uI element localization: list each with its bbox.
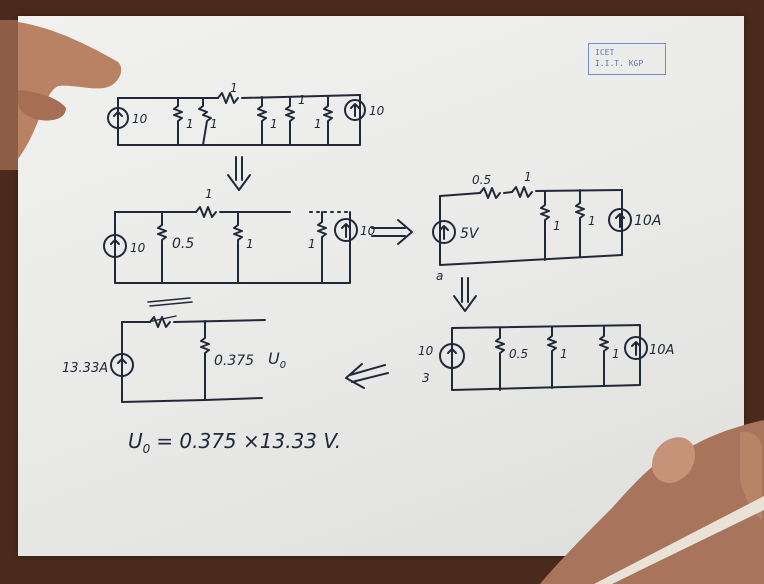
c3-r-series-label: 1 [524,170,532,184]
circuit-1 [107,92,366,146]
c5-v-label: U0 [268,349,286,371]
stamp-line-2: I.I.T. KGP [595,59,644,68]
c3-src-label: 5V [460,226,480,242]
circuit-5 [110,297,266,403]
institution-stamp: ICET I.I.T. KGP [588,43,666,75]
c2-src-right-label: 10 [360,224,376,238]
current-source-icon [344,99,366,121]
c1-r-e-label: 1 [314,117,322,131]
c1-r-c-label: 1 [270,117,278,131]
circuit-3 [432,186,632,266]
c1-src-left-label: 10 [132,112,148,126]
c4-r-b-label: 1 [560,347,568,361]
stamp-line-1: ICET [595,48,615,57]
c2-r-series-label: 1 [205,187,213,201]
current-source-icon [110,353,134,377]
c1-r-series-label: 1 [230,81,238,95]
eq-lhs: U [128,429,143,453]
arrow-down-2-icon [453,277,477,312]
pen-icon [594,496,764,584]
c4-src-right-label: 10A [649,343,674,358]
c2-r-parallel-label: 0.5 [172,236,194,252]
current-source-icon [624,336,648,360]
c2-src-left-label: 10 [130,241,146,255]
c3-node-label: a [436,269,443,283]
c1-src-right-label: 10 [369,104,385,118]
left-hand [0,20,122,170]
arrow-right-icon [371,219,413,245]
c4-src-den-label: 3 [422,371,430,385]
c4-r-c-label: 1 [612,347,620,361]
current-source-icon [439,343,465,369]
c2-r-right-label: 1 [308,237,316,251]
circuit-4 [439,324,648,391]
c5-v-main: U [268,349,280,368]
equation: U0 = 0.375 ×13.33 V. [128,429,341,456]
c3-r-b-label: 1 [588,214,596,228]
c4-r-a-label: 0.5 [509,347,528,361]
current-source-icon [103,234,127,258]
c1-r-d-label: 1 [298,93,306,107]
c1-r-b-label: 1 [210,117,218,131]
c5-v-subscript: 0 [280,360,286,371]
c5-r-label: 0.375 [214,353,254,369]
c1-r-a-label: 1 [186,117,194,131]
c3-r-top-label: 0.5 [472,173,491,187]
eq-sub: 0 [143,442,151,456]
right-hand [540,420,764,584]
c3-r-a-label: 1 [553,219,561,233]
c4-src-num-label: 10 [418,344,434,358]
paper-sheet [18,16,744,556]
current-source-icon [608,208,632,232]
c5-src-label: 13.33A [62,361,108,376]
c2-r-mid-label: 1 [246,237,254,251]
circuit-2 [103,206,358,284]
arrow-down-1-icon [227,156,251,191]
current-source-icon [107,107,129,129]
arrow-left-icon [345,363,389,389]
current-source-icon [334,218,358,242]
eq-rhs: = 0.375 ×13.33 V. [156,429,341,453]
c3-src-right-label: 10A [634,213,661,229]
voltage-source-icon [432,220,456,244]
